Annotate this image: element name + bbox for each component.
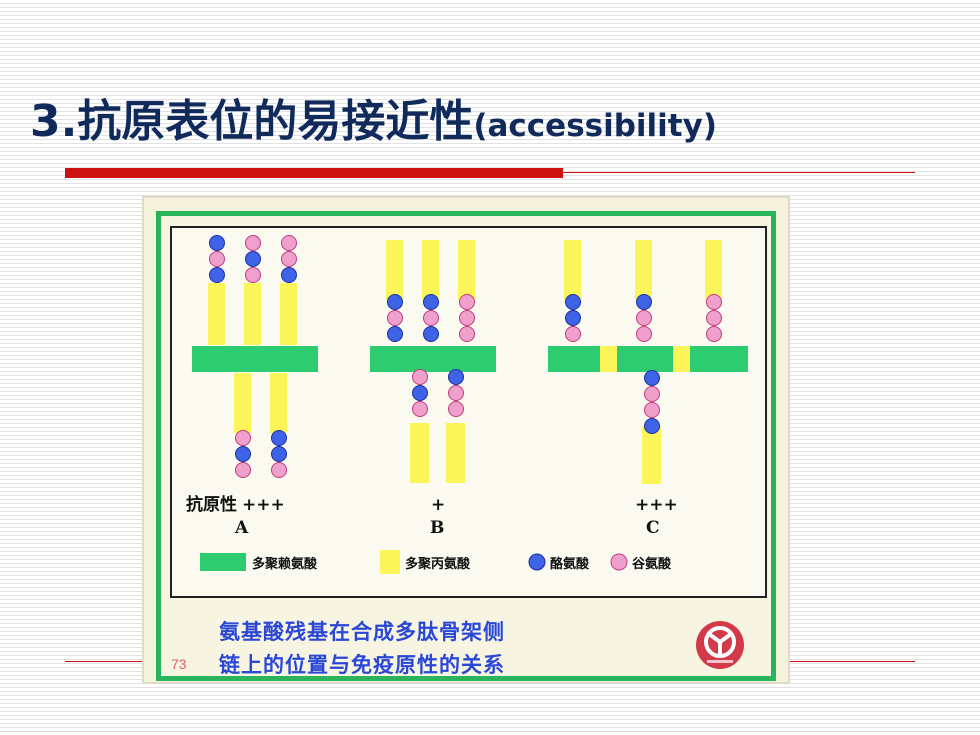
glutamate-circle: [423, 310, 439, 326]
tyrosine-circle: [644, 370, 660, 386]
glutamate-circle: [706, 326, 722, 342]
glutamate-circle: [235, 462, 251, 478]
glutamate-circle: [209, 251, 225, 267]
antigenicity-label: 抗原性: [186, 494, 237, 515]
backbone-yellow-segment: [600, 346, 617, 372]
glutamate-circle: [281, 235, 297, 251]
glutamate-circle: [271, 462, 287, 478]
tyrosine-circle: [644, 418, 660, 434]
tyrosine-circle: [565, 310, 581, 326]
group-a-structure: [192, 235, 318, 478]
legend-label-polylysine: 多聚赖氨酸: [252, 556, 318, 572]
level-label-a: +++: [242, 495, 285, 515]
antigen-diagram: 抗原性 +++ A + B +++ C 多聚赖氨酸 多聚丙氨酸 酪氨酸 谷氨酸: [170, 226, 767, 598]
tyrosine-circle: [271, 430, 287, 446]
tyrosine-circle: [209, 267, 225, 283]
tyrosine-circle: [271, 446, 287, 462]
group-letter-c: C: [646, 518, 660, 538]
footer-line-left: [65, 661, 153, 662]
glutamate-circle: [644, 386, 660, 402]
legend-label-polyalanine: 多聚丙氨酸: [405, 556, 471, 572]
level-label-b: +: [431, 495, 445, 515]
legend-label-glutamate: 谷氨酸: [632, 556, 672, 572]
glutamate-circle: [459, 310, 475, 326]
tyrosine-circle: [235, 446, 251, 462]
side-chain-yellow: [446, 423, 465, 483]
side-chain-yellow: [280, 283, 297, 345]
backbone-green: [548, 346, 600, 372]
group-b-structure: [370, 240, 496, 483]
glutamate-circle: [706, 294, 722, 310]
figure-frame: 抗原性 +++ A + B +++ C 多聚赖氨酸 多聚丙氨酸 酪氨酸 谷氨酸: [156, 211, 776, 681]
glutamate-circle: [412, 401, 428, 417]
glutamate-circle: [281, 251, 297, 267]
tyrosine-circle: [636, 294, 652, 310]
glutamate-circle: [235, 430, 251, 446]
side-chain-yellow: [386, 240, 403, 300]
tyrosine-circle: [423, 326, 439, 342]
backbone-yellow-segment: [673, 346, 690, 372]
side-chain-yellow: [410, 423, 429, 483]
group-letter-b: B: [430, 518, 444, 538]
side-chain-yellow: [422, 240, 439, 300]
tyrosine-circle: [209, 235, 225, 251]
legend-swatch-blue-circle: [528, 553, 546, 571]
tyrosine-circle: [565, 294, 581, 310]
glutamate-circle: [245, 235, 261, 251]
legend-swatch-yellow-bar: [380, 550, 400, 574]
title-underline-thin: [563, 172, 915, 173]
legend-swatch-green-bar: [200, 553, 246, 571]
caption-line-1: 氨基酸残基在合成多肽骨架侧: [219, 620, 505, 644]
glutamate-circle: [245, 267, 261, 283]
glutamate-circle: [448, 401, 464, 417]
legend: 多聚赖氨酸 多聚丙氨酸 酪氨酸 谷氨酸: [200, 550, 672, 574]
glutamate-circle: [387, 310, 403, 326]
tyrosine-circle: [281, 267, 297, 283]
tyrosine-circle: [387, 326, 403, 342]
glutamate-circle: [644, 402, 660, 418]
side-chain-yellow: [244, 283, 261, 345]
backbone-green: [690, 346, 748, 372]
side-chain-yellow: [564, 240, 581, 300]
level-label-c: +++: [635, 495, 678, 515]
side-chain-yellow: [208, 283, 225, 345]
backbone-green: [370, 346, 496, 372]
glutamate-circle: [412, 369, 428, 385]
footer-line-right: [790, 661, 915, 662]
side-chain-yellow: [458, 240, 475, 300]
title-underline-thick: [65, 168, 563, 178]
slide-title: 3.抗原表位的易接近性(accessibility): [30, 92, 717, 156]
figure-caption: 氨基酸残基在合成多肽骨架侧 链上的位置与免疫原性的关系: [219, 616, 505, 682]
glutamate-circle: [636, 310, 652, 326]
legend-swatch-pink-circle: [610, 553, 628, 571]
glutamate-circle: [459, 326, 475, 342]
title-cn: 3.抗原表位的易接近性: [30, 96, 474, 147]
tyrosine-circle: [387, 294, 403, 310]
tyrosine-circle: [423, 294, 439, 310]
group-c-structure: [548, 240, 748, 484]
glutamate-circle: [565, 326, 581, 342]
side-chain-yellow: [642, 426, 661, 484]
glutamate-circle: [706, 310, 722, 326]
publisher-logo: [696, 621, 744, 669]
side-chain-yellow: [705, 240, 722, 300]
title-en: (accessibility): [473, 108, 717, 144]
group-letter-a: A: [234, 518, 249, 538]
tyrosine-circle: [448, 369, 464, 385]
backbone-green: [192, 346, 318, 372]
caption-line-2: 链上的位置与免疫原性的关系: [219, 653, 505, 677]
glutamate-circle: [448, 385, 464, 401]
tyrosine-circle: [245, 251, 261, 267]
side-chain-yellow: [635, 240, 652, 300]
backbone-green: [617, 346, 673, 372]
legend-label-tyrosine: 酪氨酸: [550, 556, 590, 572]
glutamate-circle: [636, 326, 652, 342]
tyrosine-circle: [412, 385, 428, 401]
glutamate-circle: [459, 294, 475, 310]
figure-image: 抗原性 +++ A + B +++ C 多聚赖氨酸 多聚丙氨酸 酪氨酸 谷氨酸: [142, 196, 790, 684]
side-chain-yellow: [234, 373, 251, 433]
figure-page-number: 73: [171, 656, 187, 672]
side-chain-yellow: [270, 373, 287, 433]
